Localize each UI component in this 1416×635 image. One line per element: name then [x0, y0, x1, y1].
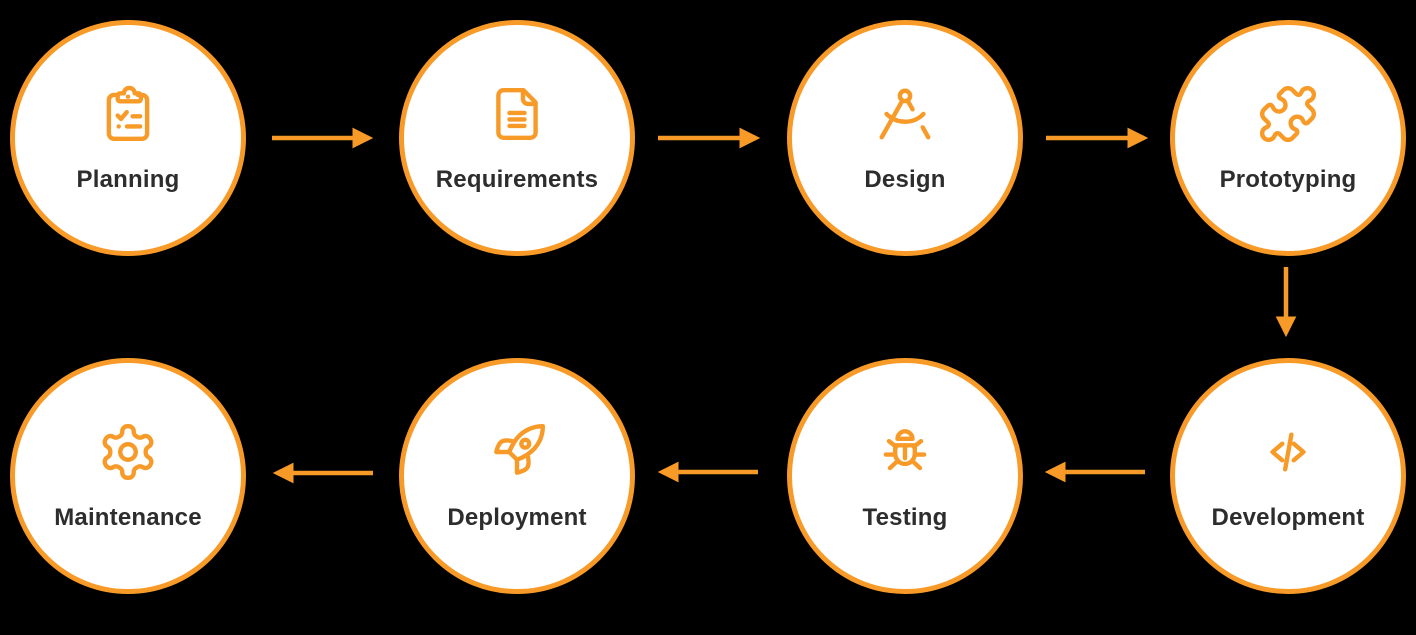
- puzzle-piece-icon: [1257, 83, 1319, 145]
- stage-label: Design: [864, 165, 946, 193]
- stage-planning: Planning: [10, 20, 246, 256]
- stage-deployment: Deployment: [399, 358, 635, 594]
- stage-label: Requirements: [435, 165, 599, 193]
- stage-label: Maintenance: [54, 503, 202, 531]
- document-icon: [486, 83, 548, 145]
- stage-label: Testing: [862, 503, 948, 531]
- gear-icon: [97, 421, 159, 483]
- stage-label: Development: [1211, 503, 1365, 531]
- stage-label: Prototyping: [1219, 165, 1357, 193]
- stage-label: Planning: [76, 165, 180, 193]
- stage-prototyping: Prototyping: [1170, 20, 1406, 256]
- stage-testing: Testing: [787, 358, 1023, 594]
- stage-development: Development: [1170, 358, 1406, 594]
- stage-label: Deployment: [447, 503, 587, 531]
- rocket-icon: [486, 421, 548, 483]
- stage-maintenance: Maintenance: [10, 358, 246, 594]
- clipboard-checklist-icon: [97, 83, 159, 145]
- drafting-compass-icon: [874, 83, 936, 145]
- code-icon: [1257, 421, 1319, 483]
- stage-requirements: Requirements: [399, 20, 635, 256]
- bug-icon: [874, 421, 936, 483]
- stage-design: Design: [787, 20, 1023, 256]
